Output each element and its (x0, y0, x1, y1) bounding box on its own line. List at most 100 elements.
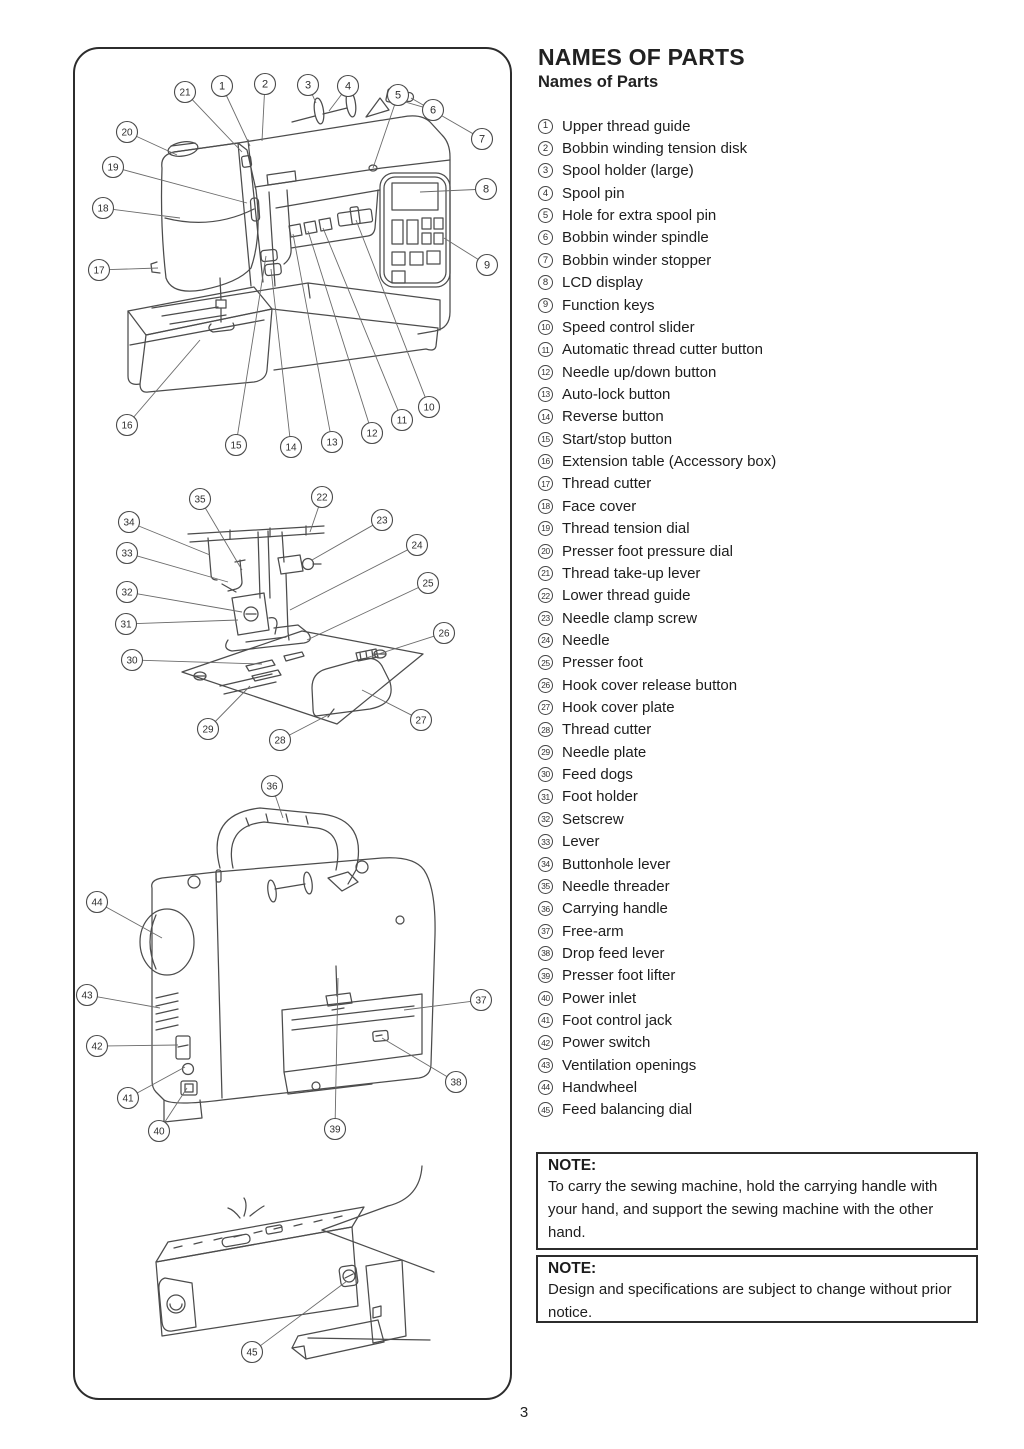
callout-number: 23 (376, 516, 388, 527)
parts-list-item: 40 Power inlet (538, 987, 984, 1009)
part-number-badge: 19 (538, 521, 553, 537)
callout-7: 7 (470, 127, 494, 151)
callout-leader-31 (136, 619, 239, 625)
callout-42: 42 (85, 1034, 109, 1058)
callout-29: 29 (196, 717, 220, 741)
callout-leader-41 (136, 1066, 186, 1094)
part-label: Power inlet (562, 989, 637, 1007)
part-label: Needle plate (562, 743, 647, 761)
callout-number: 37 (475, 996, 487, 1007)
callout-38: 38 (444, 1070, 468, 1094)
part-label: Foot holder (562, 788, 638, 806)
callout-leader-28 (289, 714, 329, 736)
part-number-badge: 24 (538, 632, 553, 648)
callout-12: 12 (360, 421, 384, 445)
part-label: Auto-lock button (562, 385, 671, 403)
callout-number: 43 (81, 991, 93, 1002)
part-label: Bobbin winding tension disk (562, 140, 748, 158)
callout-leader-14 (270, 268, 291, 437)
diagram-panel (73, 47, 512, 1400)
part-number-badge: 3 (538, 163, 553, 179)
callout-number: 34 (123, 518, 135, 529)
callout-leader-8 (419, 189, 476, 193)
callout-number: 5 (395, 90, 401, 102)
part-label: Needle clamp screw (562, 609, 698, 627)
callout-number: 9 (484, 260, 490, 272)
part-label: Needle (562, 631, 610, 649)
part-label: Feed balancing dial (562, 1101, 693, 1119)
part-label: Spool holder (large) (562, 162, 694, 180)
part-number-badge: 40 (538, 990, 553, 1006)
callout-leader-3 (311, 94, 317, 104)
parts-list-item: 42 Power switch (538, 1032, 984, 1054)
callout-leader-25 (306, 587, 419, 641)
callout-leader-44 (105, 906, 163, 939)
callout-15: 15 (224, 433, 248, 457)
part-label: LCD display (562, 274, 643, 292)
part-number-badge: 21 (538, 565, 553, 581)
callout-40: 40 (147, 1119, 171, 1143)
callout-leader-10 (355, 219, 426, 398)
callout-28: 28 (268, 728, 292, 752)
part-number-badge: 41 (538, 1013, 553, 1029)
part-number-badge: 15 (538, 431, 553, 447)
part-label: Speed control slider (562, 318, 695, 336)
callout-leader-38 (381, 1037, 448, 1077)
callout-number: 6 (430, 105, 436, 117)
part-number-badge: 22 (538, 588, 553, 604)
part-label: Presser foot lifter (562, 967, 676, 985)
callout-30: 30 (120, 648, 144, 672)
callout-number: 30 (126, 656, 138, 667)
callout-leader-19 (122, 169, 248, 204)
callout-leader-1 (225, 95, 251, 147)
callout-number: 36 (266, 782, 278, 793)
parts-list-item: 24 Needle (538, 629, 984, 651)
callout-leader-39 (334, 977, 339, 1119)
part-number-badge: 42 (538, 1035, 553, 1051)
callout-1: 1 (210, 74, 234, 98)
parts-list-item: 3 Spool holder (large) (538, 160, 984, 182)
callout-35: 35 (188, 487, 212, 511)
callout-number: 19 (107, 163, 119, 174)
free-arm-art (155, 1165, 435, 1360)
part-label: Power switch (562, 1034, 651, 1052)
callout-17: 17 (87, 258, 111, 282)
part-label: Bobbin winder stopper (562, 251, 712, 269)
callout-leader-17 (109, 267, 159, 271)
callout-leader-42 (107, 1044, 179, 1047)
callout-leader-22 (309, 506, 320, 533)
callout-18: 18 (91, 196, 115, 220)
page-subtitle: Names of Parts (538, 73, 659, 91)
callout-leader-18 (113, 208, 181, 219)
callout-45: 45 (240, 1340, 264, 1364)
part-number-badge: 9 (538, 297, 553, 313)
callout-leader-11 (322, 227, 399, 411)
callout-10: 10 (417, 395, 441, 419)
part-number-badge: 6 (538, 230, 553, 246)
callout-41: 41 (116, 1086, 140, 1110)
callout-34: 34 (117, 510, 141, 534)
callout-number: 20 (121, 128, 133, 139)
callout-leader-12 (307, 230, 370, 424)
callout-number: 25 (422, 579, 434, 590)
callout-number: 31 (120, 620, 132, 631)
callout-2: 2 (253, 72, 277, 96)
callout-44: 44 (85, 890, 109, 914)
part-number-badge: 12 (538, 364, 553, 380)
callout-37: 37 (469, 988, 493, 1012)
